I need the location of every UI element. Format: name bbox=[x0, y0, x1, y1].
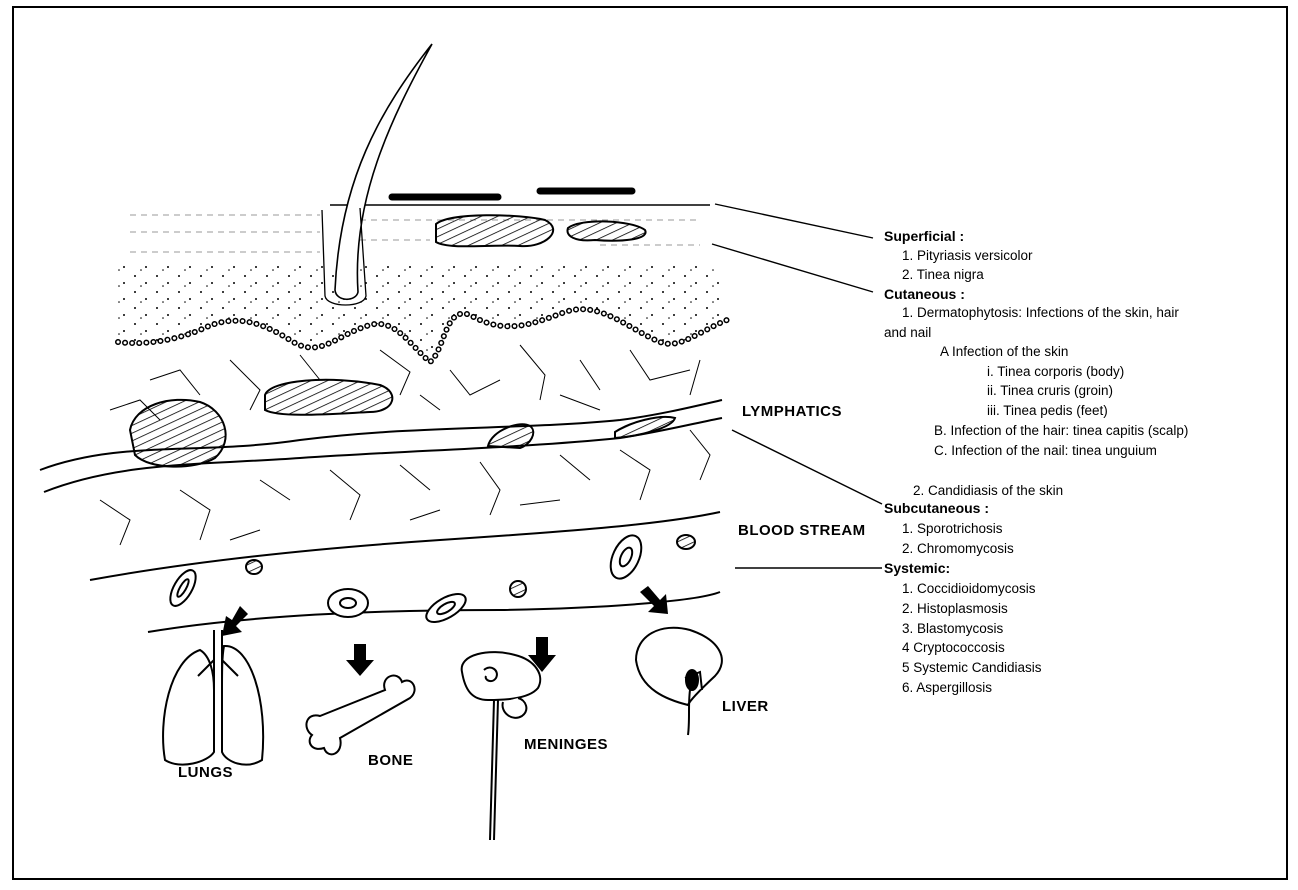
lungs-drawing bbox=[163, 630, 263, 765]
dermal-lesion bbox=[130, 400, 226, 467]
superficial-item: 2. Tinea nigra bbox=[902, 267, 984, 282]
subcutaneous-heading-text: Subcutaneous bbox=[884, 500, 980, 516]
cutaneous-heading: Cutaneous : bbox=[884, 286, 965, 302]
skin-infection-item: i. Tinea corporis (body) bbox=[987, 364, 1124, 379]
systemic-item: 4 Cryptococcosis bbox=[902, 640, 1005, 655]
label-meninges: MENINGES bbox=[524, 736, 608, 753]
label-bone: BONE bbox=[368, 752, 413, 769]
superficial-lesion bbox=[436, 215, 553, 246]
subcutaneous-item: 2. Chromomycosis bbox=[902, 541, 1014, 556]
cutaneous-heading-text: Cutaneous bbox=[884, 286, 956, 302]
label-liver: LIVER bbox=[722, 698, 769, 715]
superficial-item: 1. Pityriasis versicolor bbox=[902, 248, 1033, 263]
systemic-item: 1. Coccidioidomycosis bbox=[902, 581, 1036, 596]
cutaneous-item1-line2: and nail bbox=[884, 325, 931, 340]
subcutaneous-heading: Subcutaneous : bbox=[884, 500, 989, 516]
superficial-lesion bbox=[567, 221, 645, 240]
skin-infection-item: ii. Tinea cruris (groin) bbox=[987, 383, 1113, 398]
hair-shaft bbox=[335, 44, 432, 299]
cutaneous-item1-line1: 1. Dermatophytosis: Infections of the sk… bbox=[902, 305, 1179, 320]
skin-infection-heading: A Infection of the skin bbox=[940, 344, 1068, 359]
hair-infection: B. Infection of the hair: tinea capitis … bbox=[934, 423, 1188, 438]
systemic-heading: Systemic: bbox=[884, 560, 950, 576]
systemic-heading-text: Systemic bbox=[884, 560, 945, 576]
epidermis-layer bbox=[118, 262, 730, 362]
systemic-item: 2. Histoplasmosis bbox=[902, 601, 1008, 616]
connector-lines bbox=[712, 204, 882, 568]
systemic-item: 6. Aspergillosis bbox=[902, 680, 992, 695]
label-lungs: LUNGS bbox=[178, 764, 233, 781]
superficial-heading-text: Superficial bbox=[884, 228, 956, 244]
label-lymphatics: LYMPHATICS bbox=[742, 403, 842, 420]
cutaneous-item2: 2. Candidiasis of the skin bbox=[913, 483, 1063, 498]
bone-drawing bbox=[306, 676, 414, 755]
label-blood-stream: BLOOD STREAM bbox=[738, 522, 866, 539]
systemic-item: 5 Systemic Candidiasis bbox=[902, 660, 1042, 675]
dermal-lesion bbox=[265, 380, 392, 415]
skin-infection-item: iii. Tinea pedis (feet) bbox=[987, 403, 1108, 418]
subcutaneous-item: 1. Sporotrichosis bbox=[902, 521, 1003, 536]
liver-drawing bbox=[636, 628, 722, 735]
superficial-heading: Superficial : bbox=[884, 228, 964, 244]
systemic-item: 3. Blastomycosis bbox=[902, 621, 1003, 636]
nail-infection: C. Infection of the nail: tinea unguium bbox=[934, 443, 1157, 458]
